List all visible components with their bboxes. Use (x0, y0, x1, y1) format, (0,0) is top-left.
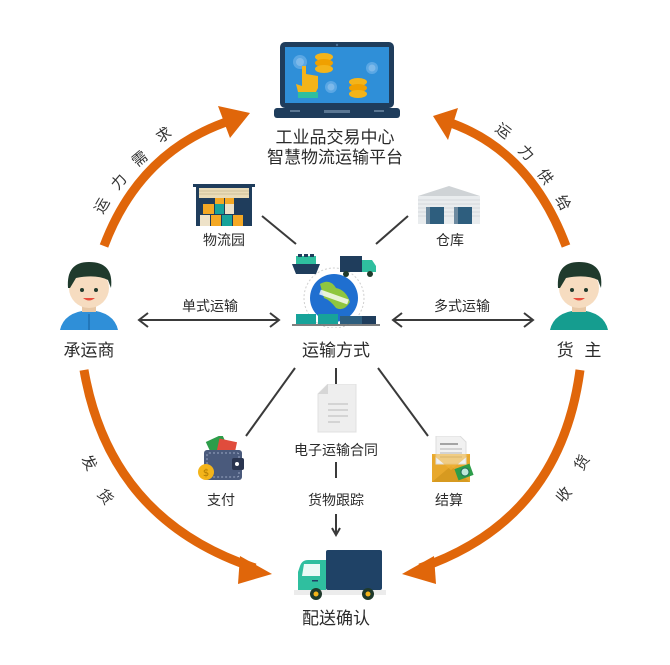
svg-text:$: $ (203, 468, 209, 479)
connector-payment (245, 367, 296, 437)
shipper-label: 货 主 (556, 341, 602, 361)
wallet-icon: $ (196, 436, 246, 482)
single-mode-label: 单式运输 (182, 299, 238, 315)
warehouse-icon (416, 186, 482, 224)
platform-title: 工业品交易中心 智慧物流运输平台 (250, 128, 420, 168)
multi-mode-label: 多式运输 (434, 299, 490, 315)
payment-label: 支付 (207, 493, 235, 509)
arc-capacity-demand (99, 115, 234, 248)
transport-mode-label: 运输方式 (302, 341, 370, 361)
platform-title-line1: 工业品交易中心 (275, 128, 395, 148)
arc-ship-goods-head (238, 556, 272, 584)
laptop-trading-icon (274, 42, 400, 122)
arc-capacity-demand-head (218, 106, 250, 138)
warehouse-label: 仓库 (436, 233, 464, 249)
connector-warehouse (375, 215, 409, 245)
connector-settlement (377, 367, 429, 437)
connector-park (261, 215, 297, 245)
document-icon (316, 384, 358, 434)
arc-ship-goods (79, 369, 257, 573)
contract-label: 电子运输合同 (294, 443, 378, 459)
delivery-truck-icon (294, 548, 386, 600)
arc-capacity-supply-head (433, 108, 458, 140)
logistics-park-label: 物流园 (203, 233, 245, 249)
globe-transport-icon (290, 254, 386, 328)
logistics-park-icon (193, 184, 255, 226)
shipper-person-icon (546, 258, 612, 330)
arc-capacity-supply (446, 117, 571, 248)
multi-mode-arrow-right-head (523, 312, 535, 328)
arc-receive-goods (418, 369, 585, 573)
carrier-person-icon (56, 258, 122, 330)
multi-mode-arrow-left-head (391, 312, 403, 328)
single-mode-arrow-right-head (269, 312, 281, 328)
platform-title-line2: 智慧物流运输平台 (267, 148, 403, 168)
settlement-label: 结算 (435, 493, 463, 509)
delivery-label: 配送确认 (302, 609, 370, 629)
carrier-label: 承运商 (63, 341, 115, 361)
single-mode-arrow-left-head (137, 312, 149, 328)
envelope-invoice-icon (428, 436, 474, 484)
tracking-label: 货物跟踪 (308, 493, 364, 509)
arc-receive-goods-head (402, 556, 436, 584)
